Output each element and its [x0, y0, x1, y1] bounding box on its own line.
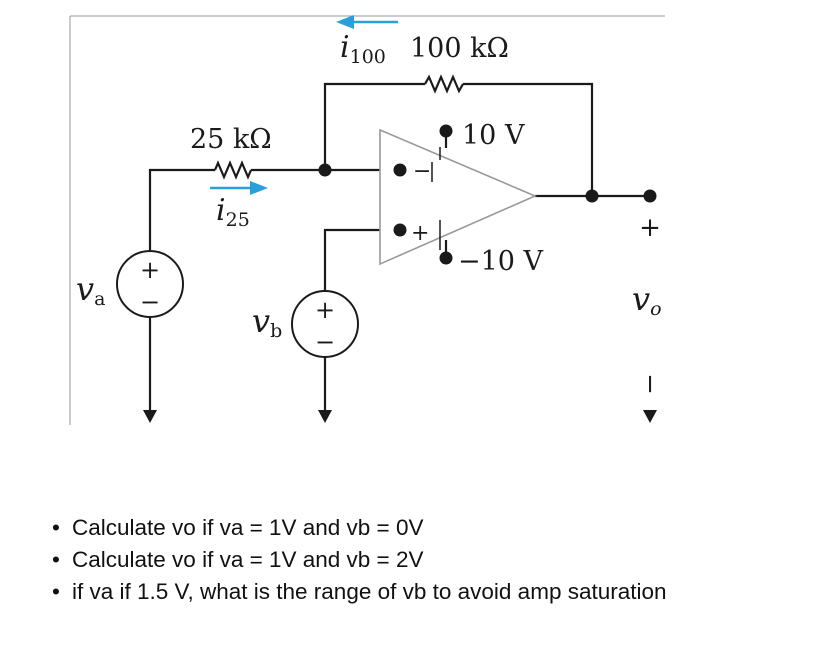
bullet: • [52, 579, 60, 604]
question-list: • Calculate vo if va = 1V and vb = 0V • … [52, 512, 667, 608]
label-100k: 100 kΩ [410, 33, 509, 64]
source-va-minus: − [140, 288, 160, 316]
wire-vb-top [323, 228, 400, 292]
source-vb-minus: − [315, 328, 335, 356]
op-amp-circuit-diagram: − + + − + − i100 100 kΩ 25 kΩ i25 10 V −… [69, 15, 665, 425]
ground-arrow-va [143, 410, 157, 423]
question-text: if va if 1.5 V, what is the range of vb … [72, 579, 667, 604]
terminal-vpos [439, 124, 453, 138]
label-minus-10v: −10 V [458, 246, 544, 277]
label-vb: vb [252, 302, 282, 342]
node-output [585, 189, 599, 203]
label-vo-minus: − [635, 373, 665, 395]
opamp-minus-sign: − [413, 159, 431, 184]
bullet: • [52, 547, 60, 572]
terminal-vneg [439, 251, 453, 265]
label-i100: i100 [340, 30, 386, 68]
op-amp-triangle [379, 128, 538, 266]
label-10v: 10 V [462, 120, 525, 151]
resistor-100k [424, 74, 464, 94]
label-25k: 25 kΩ [190, 124, 272, 155]
source-vb-plus: + [315, 296, 335, 324]
terminal-noninverting [393, 223, 407, 237]
terminal-output [643, 189, 657, 203]
resistor-25k [213, 160, 253, 180]
wire-va-top [148, 168, 215, 251]
wire-feedback-right [463, 82, 594, 196]
source-vb [291, 290, 359, 358]
label-va: va [76, 270, 105, 310]
wire-feedback-left [323, 82, 425, 170]
label-vo: vo [632, 280, 662, 320]
ground-arrow-vo [643, 410, 657, 423]
question-item: • Calculate vo if va = 1V and vb = 0V [52, 512, 667, 544]
source-va [116, 250, 184, 318]
ground-arrows [143, 410, 657, 423]
bullet: • [52, 515, 60, 540]
question-text: Calculate vo if va = 1V and vb = 2V [72, 547, 424, 572]
terminal-inverting [393, 163, 407, 177]
ground-arrow-vb [318, 410, 332, 423]
opamp-plus-sign: + [411, 221, 429, 246]
label-vo-plus: + [639, 213, 661, 243]
source-va-plus: + [140, 256, 160, 284]
nodes [318, 124, 657, 265]
current-arrow-i25 [210, 181, 268, 195]
current-arrow-i100 [336, 15, 398, 29]
label-i25: i25 [216, 193, 250, 231]
question-item: • if va if 1.5 V, what is the range of v… [52, 576, 667, 608]
node-inverting-junction [318, 163, 332, 177]
question-item: • Calculate vo if va = 1V and vb = 2V [52, 544, 667, 576]
question-text: Calculate vo if va = 1V and vb = 0V [72, 515, 424, 540]
